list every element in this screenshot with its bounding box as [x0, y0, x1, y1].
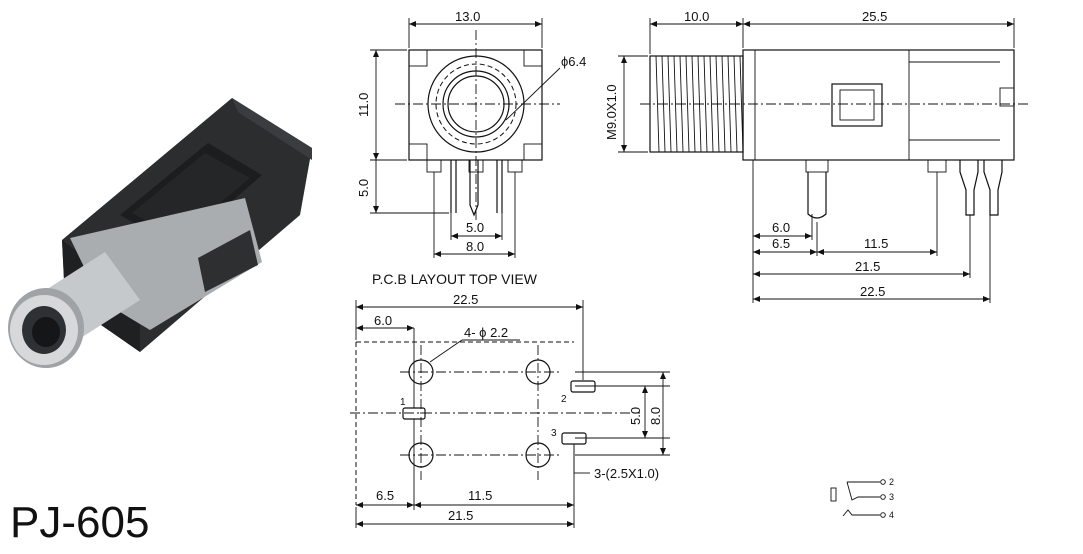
pcb-bottom-dim-2: 21.5: [448, 508, 473, 523]
pcb-bottom-dim-0: 6.5: [376, 488, 394, 503]
thread-line: [727, 55, 732, 153]
model-title: PJ-605: [10, 498, 149, 547]
side-dim-0: 6.0: [772, 220, 790, 235]
pin-1-label: 1: [400, 397, 406, 408]
pin-pitch-inner-label: 5.0: [466, 220, 484, 235]
side-dim-4: 22.5: [860, 284, 885, 299]
pin-2-label: 2: [561, 394, 567, 405]
thread-line: [691, 55, 696, 153]
pad-note-label: 3-(2.5X1.0): [594, 466, 659, 481]
thread-length-label: 10.0: [684, 9, 709, 24]
schematic-pin-4: 4: [889, 510, 894, 520]
thread-line: [703, 55, 708, 153]
pin-length-label: 5.0: [356, 179, 371, 197]
thread-line: [667, 55, 672, 153]
side-dim-2: 11.5: [864, 236, 888, 251]
side-view: [618, 18, 1028, 303]
pcb-width-label: 22.5: [453, 292, 478, 307]
thread-line: [685, 55, 690, 153]
hole-dia-label: ϕ6.4: [561, 54, 586, 69]
schematic-pin-3: 3: [889, 492, 894, 502]
front-width-label: 13.0: [455, 9, 480, 24]
side-dim-1: 6.5: [772, 236, 790, 251]
pcb-layout: [350, 300, 670, 528]
thread-line: [709, 55, 714, 153]
mount-holes-label: 4- ϕ 2.2: [464, 325, 508, 340]
pcb-spacing-outer-label: 8.0: [648, 407, 663, 425]
thread-spec-label: M9.0X1.0: [604, 84, 619, 140]
pin-3-label: 3: [551, 428, 557, 439]
schematic-pin-2: 2: [889, 477, 894, 487]
pcb-offset-label: 6.0: [374, 313, 392, 328]
thread-line: [721, 55, 726, 153]
body-length-label: 25.5: [862, 9, 887, 24]
schematic-symbol: [830, 479, 886, 518]
front-view: [370, 18, 561, 258]
pin-pitch-outer-label: 8.0: [466, 239, 484, 254]
product-photo: [8, 98, 312, 368]
pcb-spacing-inner-label: 5.0: [628, 407, 643, 425]
side-dim-3: 21.5: [855, 259, 880, 274]
pcb-layout-title: P.C.B LAYOUT TOP VIEW: [372, 271, 538, 287]
thread-line: [673, 55, 678, 153]
front-height-label: 11.0: [356, 93, 371, 117]
pcb-bottom-dim-1: 11.5: [468, 488, 492, 503]
thread-line: [655, 55, 660, 153]
